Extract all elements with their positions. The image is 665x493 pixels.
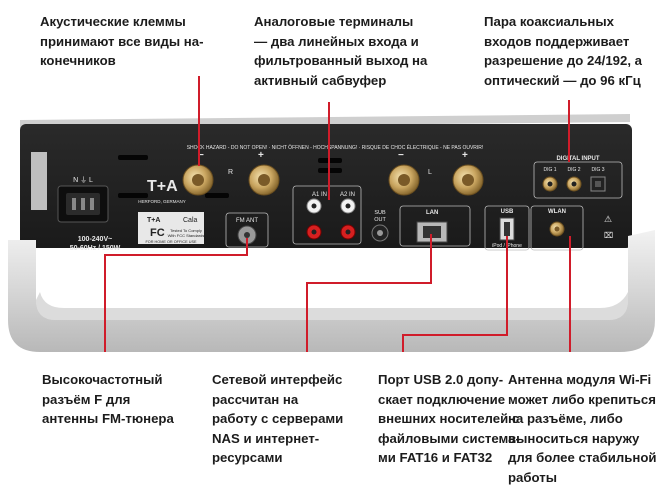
- pointer-fm-v2: [246, 238, 248, 256]
- pointer-digital: [568, 100, 570, 162]
- callout-lan-interface: Сетевой интерфейс рассчитан на работу с …: [212, 372, 344, 465]
- svg-text:Tested To Comply: Tested To Comply: [170, 228, 202, 233]
- fcc-sticker: [138, 212, 204, 244]
- svg-text:DIG 1: DIG 1: [543, 167, 556, 173]
- callout-fm-connector: Высокочастотный разъём F для антенны FM-…: [42, 372, 174, 426]
- pointer-lan-h: [306, 282, 432, 284]
- pointer-usb: [402, 334, 404, 352]
- pointer-fm-h: [104, 254, 248, 256]
- svg-text:T+A: T+A: [147, 217, 160, 224]
- svg-text:L: L: [428, 169, 432, 176]
- callout-speaker-terminals: Акустические клеммы принимают все виды н…: [40, 14, 204, 68]
- svg-text:DIG 2: DIG 2: [567, 167, 580, 173]
- svg-text:−: −: [398, 150, 404, 161]
- pointer-usb-h: [402, 334, 508, 336]
- svg-text:DIGITAL INPUT: DIGITAL INPUT: [556, 156, 599, 162]
- digital-input-block: [533, 161, 623, 199]
- callout-wifi-antenna: Антенна модуля Wi-Fi может либо крепитьс…: [508, 372, 657, 485]
- analog-input-block: [292, 185, 362, 245]
- pointer-speaker: [198, 76, 200, 166]
- svg-text:Cala: Cala: [183, 217, 198, 224]
- svg-text:⚠: ⚠: [604, 214, 612, 224]
- warning-strip: SHOCK HAZARD - DO NOT OPEN! · NICHT ÖFFN…: [187, 144, 484, 151]
- svg-text:HERFORD, GERMANY: HERFORD, GERMANY: [138, 199, 186, 204]
- power-rating-line2: 50-60Hz / 150W: [70, 245, 121, 252]
- svg-text:A2 IN: A2 IN: [340, 192, 355, 198]
- svg-text:N ⏚ L: N ⏚ L: [73, 176, 93, 184]
- svg-text:USB: USB: [501, 209, 514, 215]
- silver-stand: [8, 230, 655, 352]
- wlan-block: [530, 205, 584, 251]
- svg-text:OUT: OUT: [374, 217, 386, 223]
- svg-text:R: R: [228, 169, 233, 176]
- svg-text:DIG 3: DIG 3: [591, 167, 604, 173]
- svg-text:+: +: [462, 150, 468, 161]
- pointer-fm: [104, 254, 106, 352]
- power-rating-line1: 100-240V~: [78, 236, 112, 243]
- callout-digital-inputs: Пара коаксиальных входов поддерживает ра…: [484, 14, 642, 88]
- svg-text:With FCC Standards: With FCC Standards: [168, 233, 205, 238]
- svg-text:WLAN: WLAN: [548, 209, 566, 215]
- pointer-analog: [328, 102, 330, 200]
- pointer-usb-v2: [506, 236, 508, 336]
- svg-text:FOR HOME OR OFFICE USE: FOR HOME OR OFFICE USE: [145, 240, 197, 244]
- brand-logo: T+A: [147, 178, 178, 195]
- svg-text:FC: FC: [150, 227, 165, 239]
- lan-block: [399, 205, 471, 247]
- svg-text:SUB: SUB: [374, 210, 386, 216]
- svg-text:A1 IN: A1 IN: [312, 192, 327, 198]
- svg-text:−: −: [198, 150, 204, 161]
- callout-usb-port: Порт USB 2.0 допу- скает подключение вне…: [378, 372, 520, 465]
- pointer-wifi: [569, 236, 571, 352]
- svg-text:FM ANT: FM ANT: [236, 218, 258, 224]
- pointer-lan: [306, 282, 308, 352]
- svg-text:LAN: LAN: [426, 210, 438, 216]
- svg-text:⌧: ⌧: [604, 231, 613, 240]
- pointer-lan-v2: [430, 234, 432, 284]
- svg-text:+: +: [258, 150, 264, 161]
- callout-analog-terminals: Аналоговые терминалы — два линейных вход…: [254, 14, 428, 88]
